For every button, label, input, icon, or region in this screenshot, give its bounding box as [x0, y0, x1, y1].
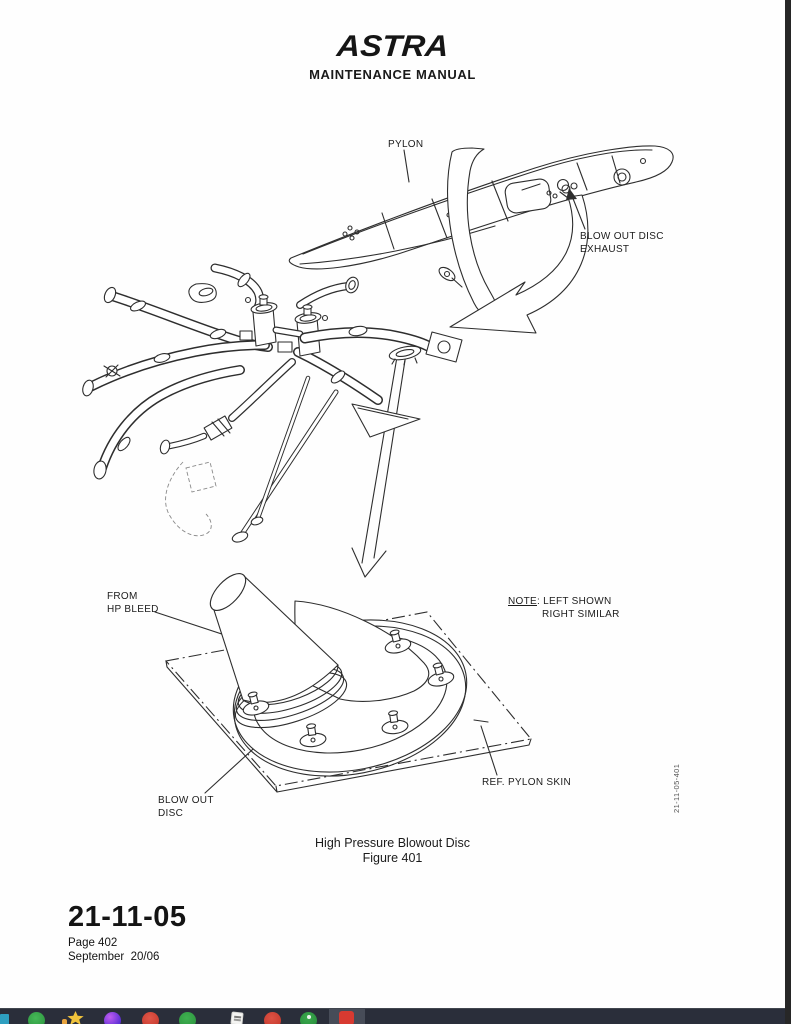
figure-caption-number: Figure 401 — [362, 851, 423, 865]
screen-edge-strip — [785, 0, 791, 1024]
curved-arrow — [449, 194, 589, 334]
leader-lines — [154, 149, 586, 794]
manual-title: MAINTENANCE MANUAL — [309, 67, 476, 82]
green-app-icon-2[interactable] — [179, 1012, 196, 1024]
page-footer: 21-11-05 Page 402 September 20/06 — [68, 901, 187, 963]
active-red-app-icon[interactable] — [339, 1011, 354, 1024]
ref-pylon-skin-label: REF. PYLON SKIN — [482, 777, 571, 788]
revision-date: September 20/06 — [68, 951, 160, 963]
from-hp-bleed-label: FROM HP BLEED — [107, 591, 159, 615]
astra-logo: ASTRA — [335, 30, 450, 63]
active-app-tile[interactable] — [329, 1009, 365, 1024]
note-label: NOTE: LEFT SHOWN RIGHT SIMILAR — [508, 596, 620, 620]
purple-app-icon[interactable] — [104, 1012, 121, 1024]
taskbar — [0, 1008, 791, 1024]
page-number: Page 402 — [68, 937, 118, 949]
green-app-icon[interactable] — [28, 1012, 45, 1024]
teal-tile-icon[interactable] — [0, 1014, 9, 1024]
orange-dot-icon — [62, 1019, 67, 1024]
figure-caption: High Pressure Blowout Disc Figure 401 — [0, 836, 785, 866]
down-arrow — [351, 350, 407, 578]
blow-out-disc-label: BLOW OUT DISC — [158, 795, 214, 819]
green-plus-app-icon[interactable] — [300, 1012, 317, 1024]
red-app-icon[interactable] — [142, 1012, 159, 1024]
document-app-icon[interactable] — [230, 1011, 244, 1024]
piping-assembly-drawing — [82, 263, 463, 543]
figure-reference-code: 21-11-05-401 — [672, 763, 681, 813]
star-app-icon[interactable] — [67, 1011, 84, 1024]
blowout-disc-drawing — [164, 573, 533, 793]
figure-caption-title: High Pressure Blowout Disc — [315, 836, 470, 850]
red-app-icon-2[interactable] — [264, 1012, 281, 1024]
blow-out-disc-exhaust-label: BLOW OUT DISC EXHAUST — [580, 231, 664, 255]
chapter-number: 21-11-05 — [68, 901, 187, 933]
page-header: ASTRA MAINTENANCE MANUAL — [0, 30, 785, 82]
pylon-label: PYLON — [388, 139, 424, 150]
